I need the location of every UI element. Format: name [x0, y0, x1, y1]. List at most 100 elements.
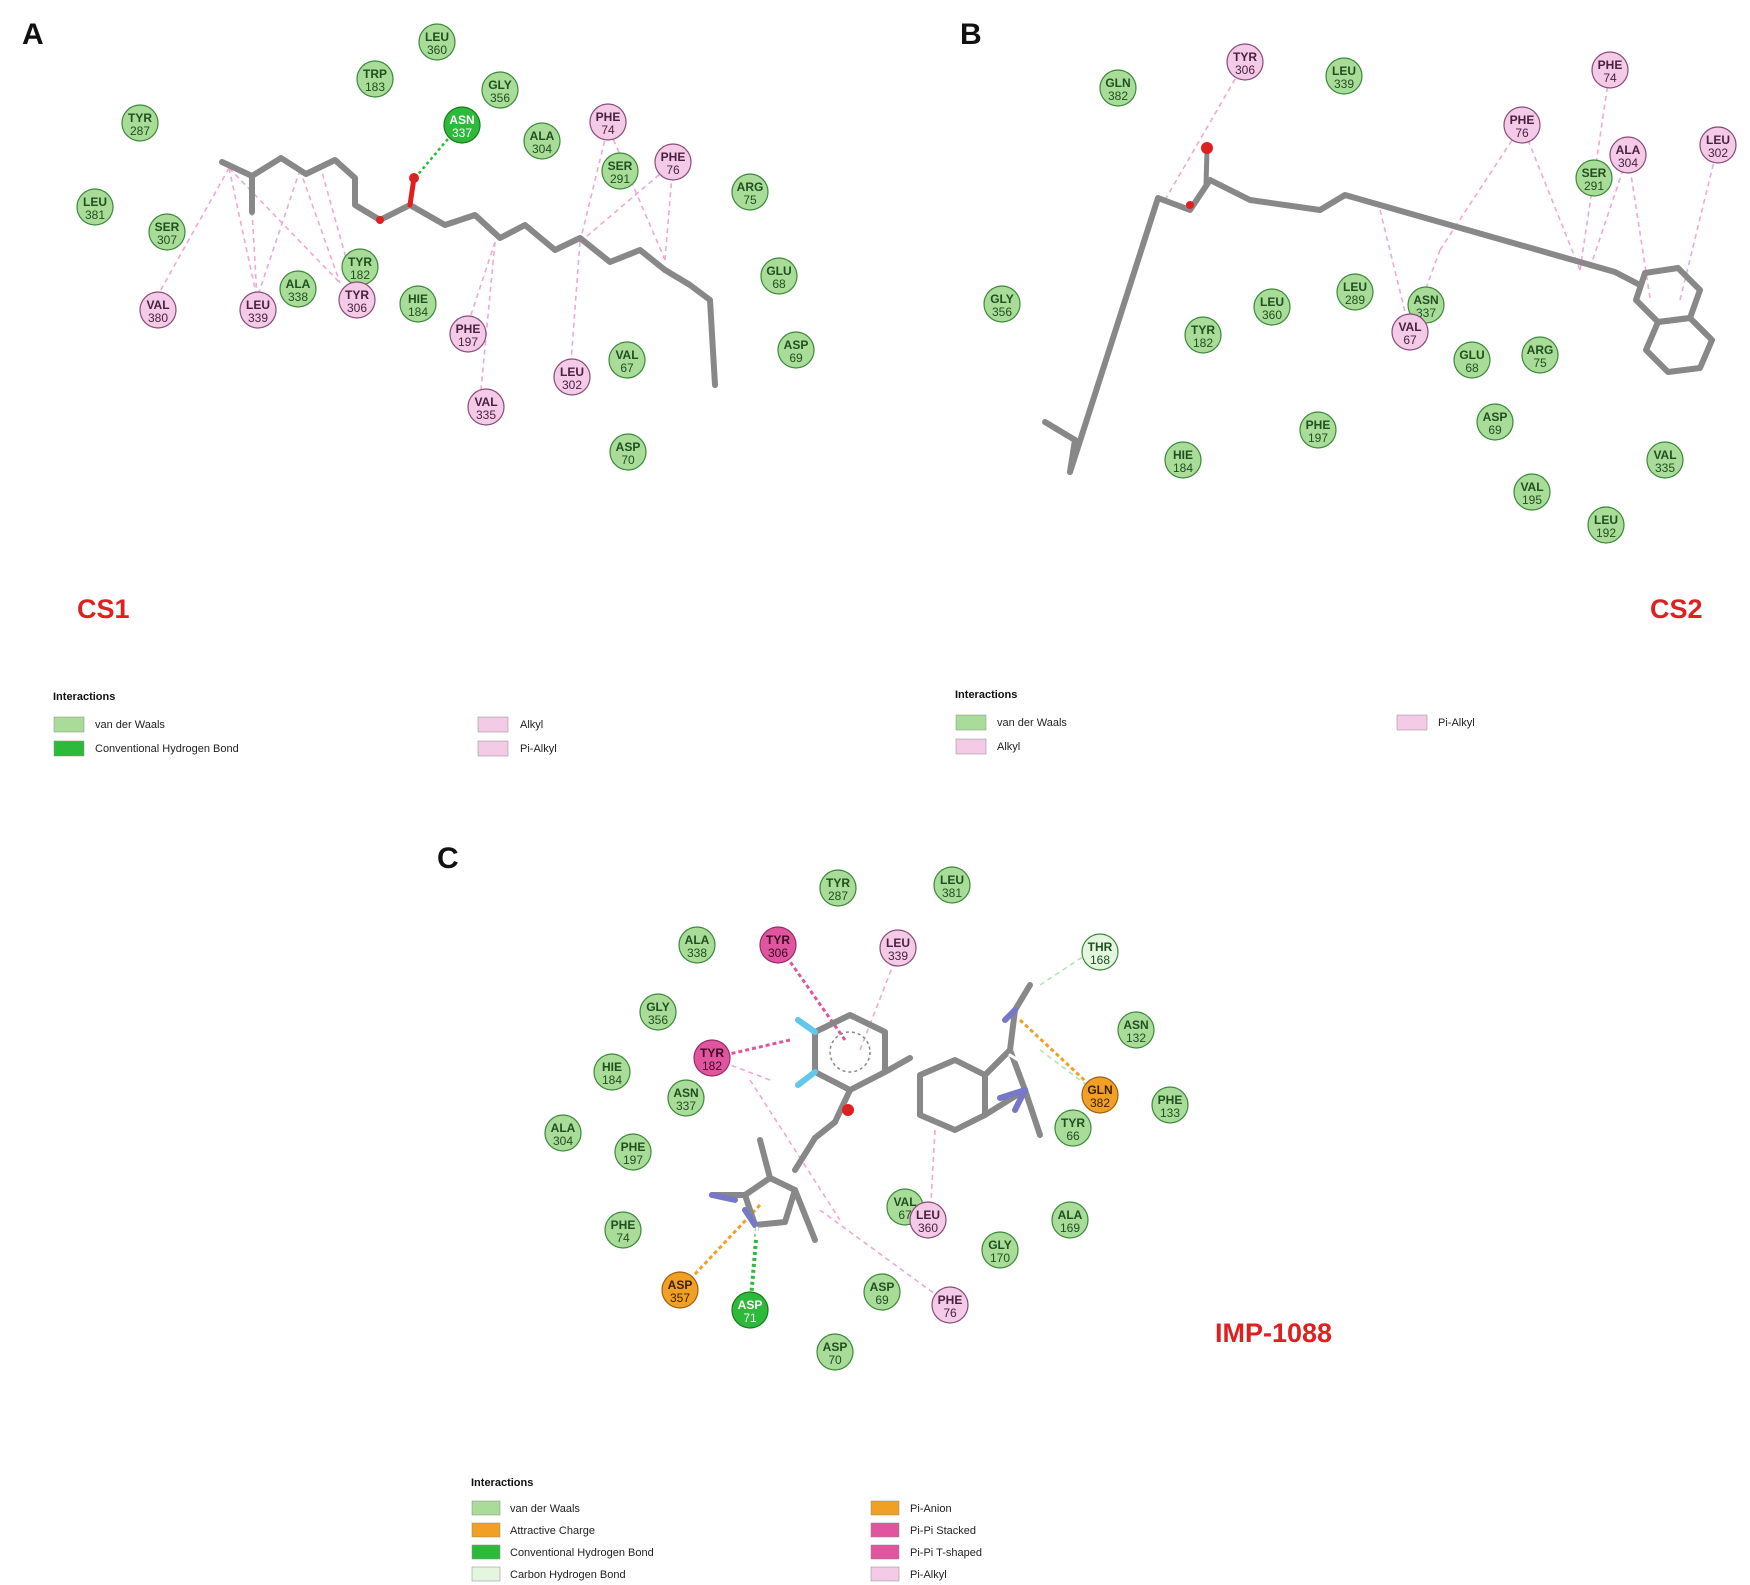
residue-name: GLN — [1087, 1083, 1112, 1097]
legend-label: van der Waals — [997, 717, 1067, 729]
residue-circle — [523, 122, 561, 160]
residue-number: 339 — [248, 311, 268, 325]
residue-number: 357 — [670, 1291, 690, 1305]
residue-circle — [139, 291, 177, 329]
residue-name: SER — [155, 220, 180, 234]
residue-name: ASP — [616, 440, 641, 454]
residue-name: HIE — [602, 1060, 622, 1074]
ligand-cs2 — [1042, 177, 1715, 475]
residue-name: ASP — [738, 1298, 763, 1312]
residue-name: GLY — [646, 1000, 670, 1014]
residue-number: 304 — [553, 1134, 573, 1148]
residue-circle — [667, 1079, 705, 1117]
residue-name: PHE — [1510, 113, 1535, 127]
residue-name: VAL — [893, 1195, 916, 1209]
residue-name: GLU — [1459, 348, 1484, 362]
legend-item: Pi-Pi Stacked — [870, 1522, 976, 1538]
residue-number: 68 — [772, 277, 786, 291]
residue-circle — [1609, 136, 1647, 174]
legend-item: Conventional Hydrogen Bond — [53, 740, 239, 757]
residue-number: 335 — [476, 408, 496, 422]
residue-number: 337 — [452, 126, 472, 140]
residue-number: 76 — [943, 1306, 957, 1320]
residue-number: 306 — [347, 301, 367, 315]
residue-name: VAL — [615, 348, 638, 362]
residue-number: 170 — [990, 1251, 1010, 1265]
residue-circle — [1336, 273, 1374, 311]
ligand-cs1 — [219, 155, 718, 388]
residue-name: ARG — [1527, 343, 1554, 357]
legend-label: Alkyl — [997, 741, 1020, 753]
residue-number: 74 — [1603, 71, 1617, 85]
legend-swatch — [471, 1566, 501, 1582]
legend-swatch — [870, 1500, 900, 1516]
residue-number: 287 — [828, 889, 848, 903]
residue-name: ASP — [668, 1278, 693, 1292]
residue-name: LEU — [886, 936, 910, 950]
residue-name: ASP — [823, 1340, 848, 1354]
residue-circle — [338, 281, 376, 319]
residue-name: LEU — [560, 365, 584, 379]
oxygen-atom — [409, 173, 419, 183]
residue-name: TRP — [363, 67, 387, 81]
residue-name: TYR — [348, 255, 372, 269]
legend-swatch — [53, 740, 85, 757]
residue-circle — [121, 104, 159, 142]
residue-name: GLY — [990, 292, 1014, 306]
residue-circle — [693, 1039, 731, 1077]
residue-circle — [418, 23, 456, 61]
residue-circle — [593, 1053, 631, 1091]
residue-name: PHE — [456, 322, 481, 336]
ester-oxygen-atom — [1186, 201, 1194, 209]
residue-circle — [481, 71, 519, 109]
legend-swatch — [471, 1500, 501, 1516]
residue-name: LEU — [425, 30, 449, 44]
residue-number: 182 — [702, 1059, 722, 1073]
residue-number: 382 — [1108, 89, 1128, 103]
residue-circle — [1051, 1201, 1089, 1239]
residue-circle — [639, 993, 677, 1031]
residue-name: GLU — [766, 264, 791, 278]
legend-item: Pi-Pi T-shaped — [870, 1544, 982, 1560]
residue-circle — [601, 152, 639, 190]
residue-name: PHE — [621, 1140, 646, 1154]
residue-number: 169 — [1060, 1221, 1080, 1235]
residue-name: VAL — [474, 395, 497, 409]
residue-circle — [931, 1286, 969, 1324]
residue-name: TYR — [1061, 1116, 1085, 1130]
residue-circle — [443, 106, 481, 144]
residue-name: LEU — [1706, 133, 1730, 147]
residue-circle — [1575, 159, 1613, 197]
residue-number: 335 — [1655, 461, 1675, 475]
residue-number: 381 — [85, 208, 105, 222]
residue-number: 67 — [620, 361, 634, 375]
legend-swatch — [477, 716, 509, 733]
legend-swatch — [955, 714, 987, 731]
panel-c: C — [437, 842, 1332, 1582]
legend-swatch — [477, 740, 509, 757]
legend-item: van der Waals — [955, 714, 1067, 731]
residue-number: 67 — [1403, 333, 1417, 347]
residue-name: THR — [1088, 940, 1113, 954]
residue-circle — [777, 331, 815, 369]
compound-label-imp-1088: IMP-1088 — [1215, 1318, 1332, 1348]
residue-name: TYR — [1233, 50, 1257, 64]
legend-swatch — [870, 1566, 900, 1582]
